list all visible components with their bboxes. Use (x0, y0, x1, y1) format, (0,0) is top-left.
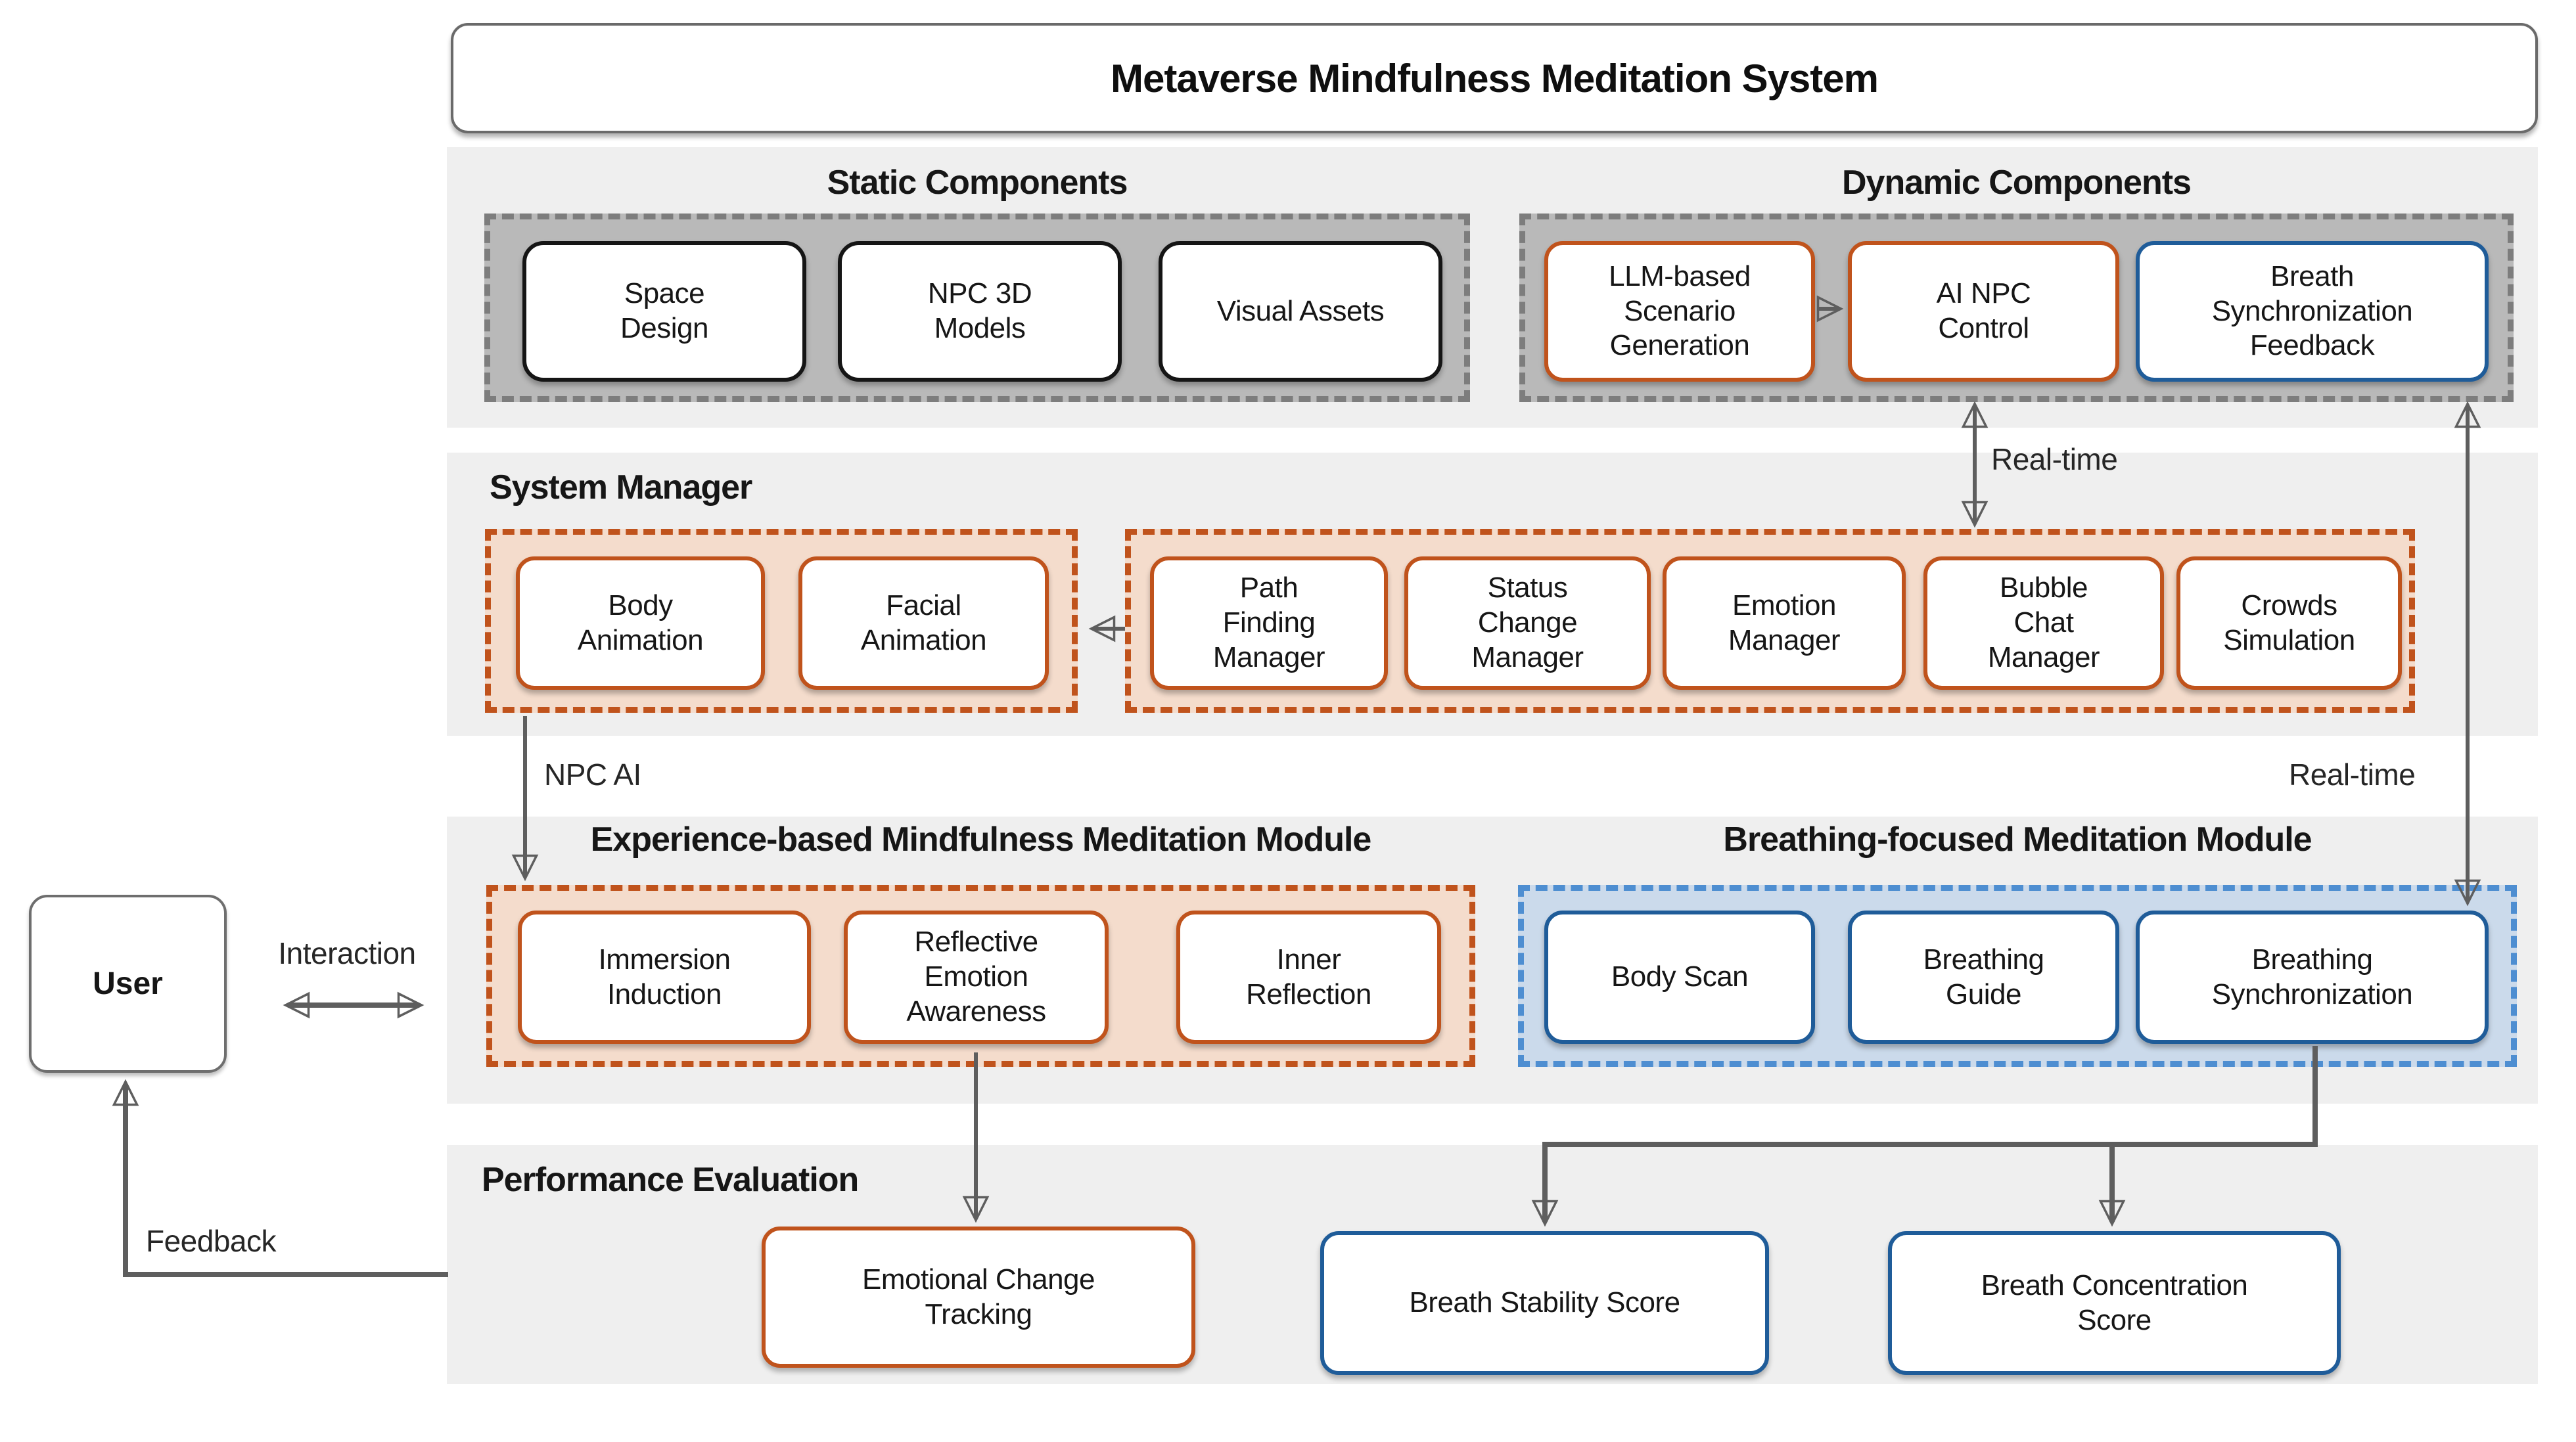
node-breath-sync-feedback: Breath Synchronization Feedback (2136, 241, 2489, 382)
node-visual-assets: Visual Assets (1159, 241, 1442, 382)
node-body-scan: Body Scan (1544, 911, 1815, 1044)
diagram-title: Metaverse Mindfulness Meditation System (451, 23, 2538, 133)
node-emotion-manager: Emotion Manager (1663, 556, 1906, 690)
feedback-label: Feedback (146, 1224, 277, 1258)
static-components-heading: Static Components (827, 164, 1128, 202)
node-facial-animation: Facial Animation (798, 556, 1049, 690)
npc-ai-label: NPC AI (544, 757, 641, 792)
node-inner-reflection: Inner Reflection (1176, 911, 1441, 1044)
performance-heading: Performance Evaluation (482, 1161, 859, 1199)
node-space-design: Space Design (522, 241, 806, 382)
node-npc-3d-models: NPC 3D Models (838, 241, 1122, 382)
node-bubble-chat-manager: Bubble Chat Manager (1923, 556, 2164, 690)
interaction-label: Interaction (278, 936, 416, 970)
node-breathing-guide: Breathing Guide (1848, 911, 2119, 1044)
node-reflective-emotion-awareness: Reflective Emotion Awareness (844, 911, 1109, 1044)
node-path-finding-manager: Path Finding Manager (1150, 556, 1388, 690)
node-breath-stability-score: Breath Stability Score (1320, 1231, 1769, 1375)
realtime-top-label: Real-time (1991, 442, 2118, 476)
system-manager-heading: System Manager (490, 468, 752, 507)
node-body-animation: Body Animation (516, 556, 765, 690)
node-breathing-synchronization: Breathing Synchronization (2136, 911, 2489, 1044)
node-llm-scenario-generation: LLM-based Scenario Generation (1544, 241, 1815, 382)
realtime-right-label: Real-time (2289, 757, 2416, 792)
node-ai-npc-control: AI NPC Control (1848, 241, 2119, 382)
node-crowds-simulation: Crowds Simulation (2176, 556, 2402, 690)
node-status-change-manager: Status Change Manager (1404, 556, 1651, 690)
breathing-module-heading: Breathing-focused Meditation Module (1723, 821, 2312, 859)
experience-module-heading: Experience-based Mindfulness Meditation … (590, 821, 1372, 859)
dynamic-components-heading: Dynamic Components (1842, 164, 2192, 202)
node-immersion-induction: Immersion Induction (518, 911, 811, 1044)
node-emotional-change-tracking: Emotional Change Tracking (762, 1227, 1195, 1368)
node-breath-concentration-score: Breath Concentration Score (1888, 1231, 2341, 1375)
user-box: User (29, 895, 227, 1073)
